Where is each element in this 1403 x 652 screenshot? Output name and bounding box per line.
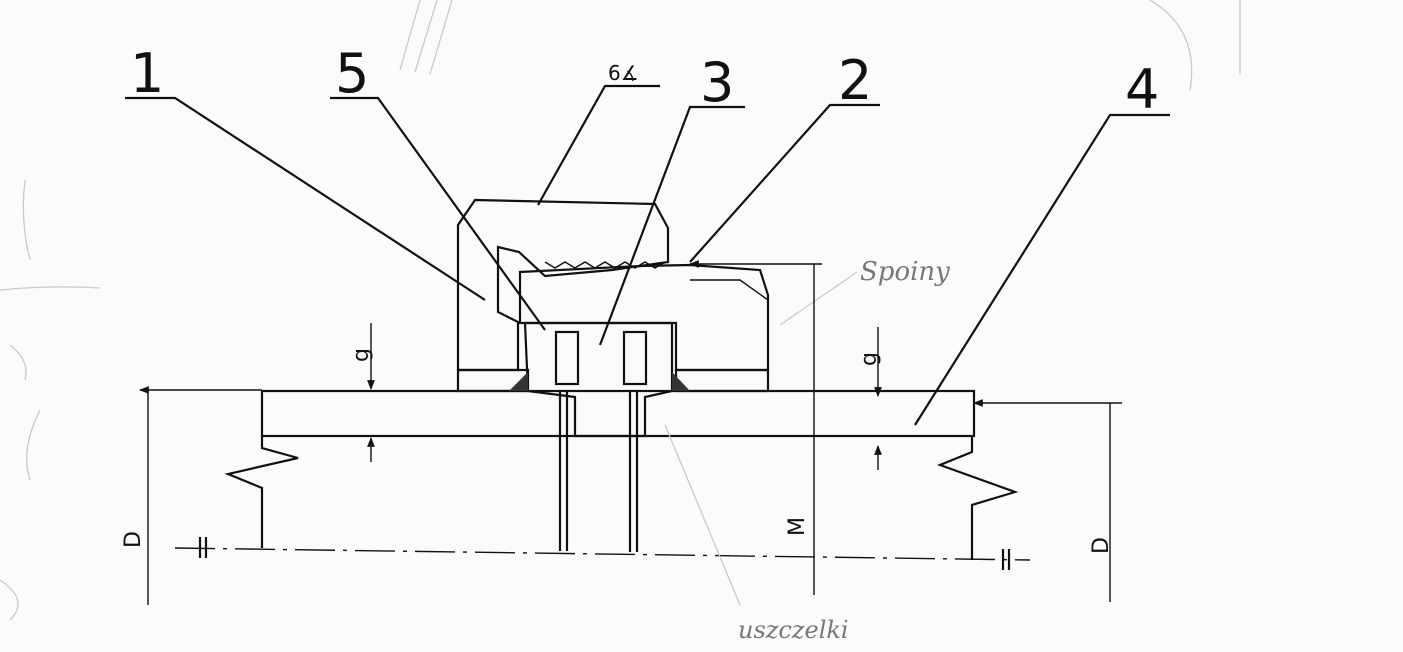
base-plate: [260, 389, 976, 438]
dim-label-g-right: g: [857, 352, 882, 366]
left-weld: [509, 372, 528, 391]
callout-4: 4: [1125, 58, 1159, 121]
dim-label-g-left: g: [349, 348, 374, 362]
fitting-body: [518, 263, 770, 372]
left-break-line: [224, 436, 299, 548]
dim-label-d-right: D: [1089, 537, 1114, 554]
dim-d-left: [140, 390, 262, 605]
center-line-tick-right: [1001, 549, 1011, 570]
union-nut: [456, 198, 670, 372]
left-capillary: [558, 391, 569, 551]
callout-1: 1: [130, 42, 164, 105]
left-seal: [554, 330, 580, 386]
background-sketch-marks: [0, 0, 1241, 621]
thread: [544, 261, 666, 269]
seals-note: uszczelki: [738, 616, 849, 644]
right-seal: [622, 330, 648, 386]
dim-d-right: [974, 403, 1122, 602]
leader-lines: [125, 84, 1170, 606]
center-piece: [523, 321, 674, 438]
dim-label-d-left: D: [121, 531, 146, 548]
fitting-recess: [690, 279, 769, 301]
dim-label-m: M: [785, 517, 810, 536]
right-capillary: [628, 391, 639, 552]
center-line: [174, 547, 1031, 561]
fitting-lower-ring: [674, 368, 770, 393]
callout-2: 2: [838, 49, 872, 112]
callout-5: 5: [335, 42, 369, 105]
right-weld: [672, 372, 690, 391]
weld-note: Spoiny: [860, 257, 950, 287]
callout-3: 3: [700, 51, 734, 114]
right-break-line: [936, 436, 1019, 560]
callout-angle: 6∡: [608, 61, 639, 85]
center-line-tick-left: [198, 537, 208, 558]
dim-m: [690, 264, 822, 595]
